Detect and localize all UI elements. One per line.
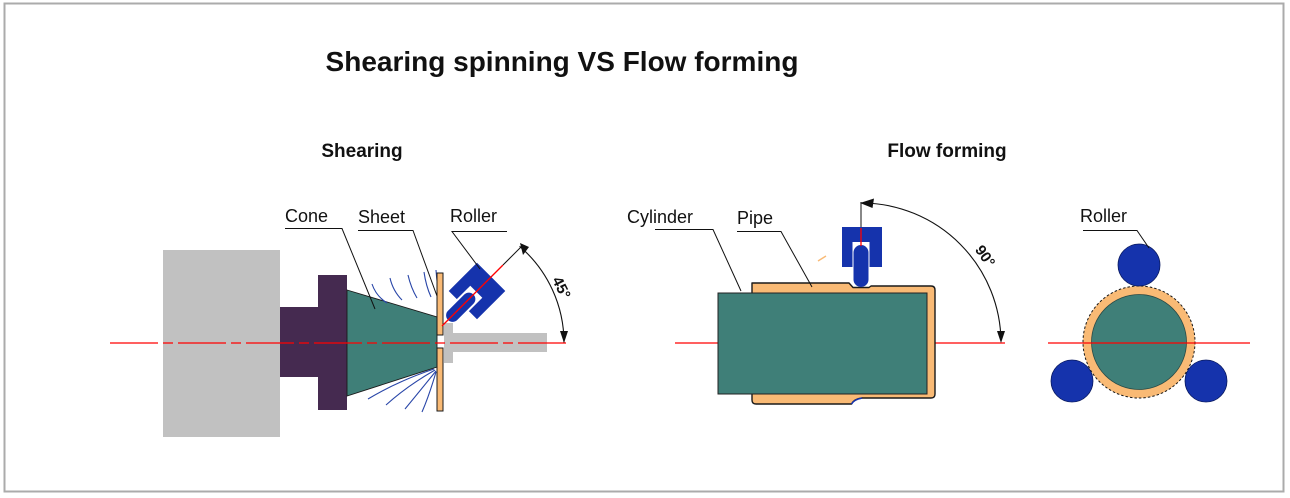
chuck-block (280, 275, 347, 410)
roller-stem (853, 245, 869, 287)
cylinder-label: Cylinder (627, 207, 693, 227)
roller-circle-right (1184, 359, 1228, 403)
arc-arrow-bottom (560, 331, 568, 343)
cross-section-view: Roller (1048, 206, 1250, 403)
shearing-diagram: 45° Cone Sheet Roller (110, 206, 574, 437)
roller-axis-line (441, 264, 504, 327)
roller-leader-line-right (1083, 230, 1150, 249)
flow-line (385, 369, 436, 406)
cone-label: Cone (285, 206, 328, 226)
sheet-bottom (436, 347, 444, 412)
flow-line (407, 274, 418, 299)
dimension-extension-line (502, 246, 522, 266)
arc-arrow-top (860, 198, 874, 208)
stray-tick (817, 255, 827, 262)
cone-leader-line (285, 228, 376, 310)
sheet-label: Sheet (358, 207, 405, 227)
angle-value-90: 90° (971, 242, 998, 270)
cylinder-core (1091, 294, 1187, 390)
roller-circle-top (1117, 243, 1161, 287)
arc-arrow-top (520, 243, 529, 255)
sheet-top (436, 272, 444, 336)
flow-line (389, 277, 403, 301)
cylinder-leader-line (655, 229, 742, 292)
pipe-leader-line (737, 231, 813, 288)
cylinder-mandrel (717, 292, 928, 395)
flow-forming-heading: Flow forming (887, 141, 1006, 162)
angle-arc-45 (519, 245, 565, 344)
page-title: Shearing spinning VS Flow forming (326, 46, 799, 77)
roller-label-right: Roller (1080, 206, 1127, 226)
flow-roller-icon (842, 227, 882, 287)
flow-forming-diagram: 90° Cylinder Pipe (627, 198, 1005, 405)
flow-line (404, 370, 437, 410)
roller-circle-left (1050, 359, 1094, 403)
flow-line (423, 271, 432, 298)
flow-line (367, 368, 435, 400)
sheet-leader-line (358, 230, 438, 297)
roller-label-left: Roller (450, 206, 497, 226)
roller-leader-line-left (451, 231, 507, 270)
flow-line (421, 371, 437, 413)
arc-arrow-bottom (997, 331, 1005, 343)
angle-arc-90 (863, 202, 1002, 342)
shearing-heading: Shearing (321, 141, 402, 162)
pipe-label: Pipe (737, 208, 773, 228)
page-border (3, 2, 1285, 493)
pipe-step-fillet (850, 397, 863, 405)
angle-value-45: 45° (548, 274, 573, 302)
flow-line (371, 283, 388, 304)
